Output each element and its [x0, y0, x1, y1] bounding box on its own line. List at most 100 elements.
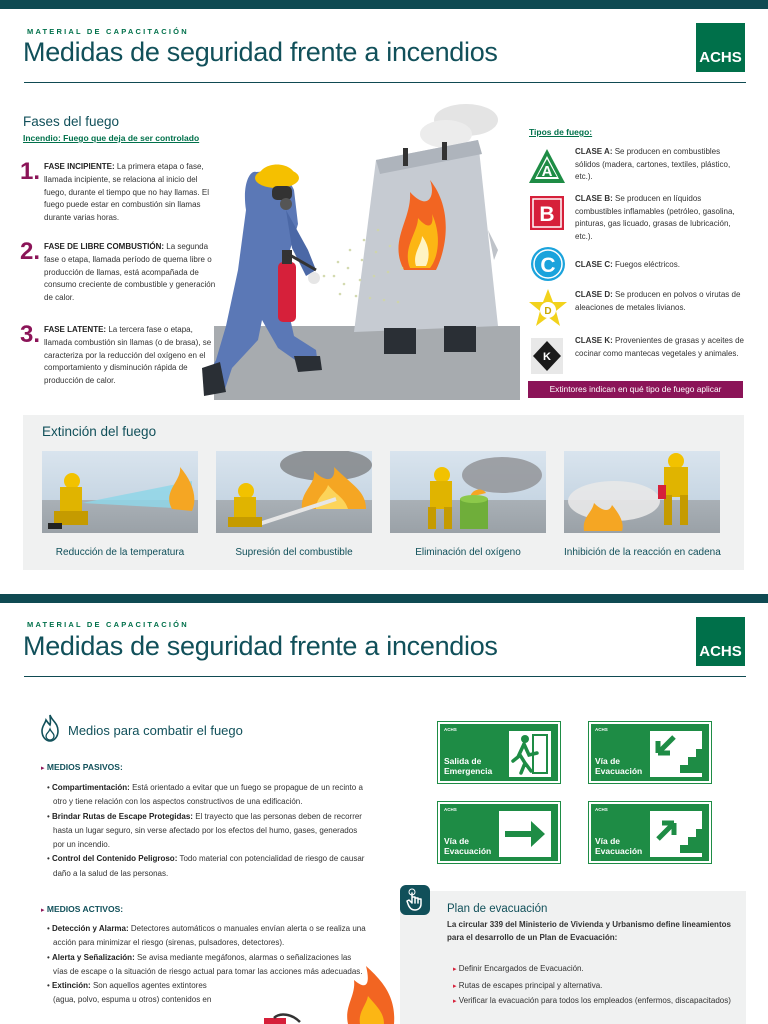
arrow-down-left-stairs-icon [648, 729, 704, 779]
sign-logo: ACHS [444, 727, 457, 732]
fire-class-label: CLASE D: [575, 290, 613, 299]
bullet-triangle-icon: ▸ [41, 907, 45, 914]
fire-class-desc: Fuegos eléctricos. [615, 260, 680, 269]
list-item: ▸ Rutas de escapes principal y alternati… [453, 978, 739, 995]
list-item-text: El trayecto que las personas deben de re… [53, 811, 362, 850]
list-item-text: Son aquellos agentes extintores (agua, p… [53, 981, 212, 1005]
fire-class-d: D CLASE D: Se producen en polvos o virut… [528, 288, 746, 332]
list-item: • Alerta y Señalización: Se avisa median… [47, 952, 363, 976]
firefighter-illustration [202, 104, 520, 400]
fire-class-desc: Se producen en combustibles sólidos (mad… [575, 147, 731, 182]
bullet-triangle-icon: ▸ [453, 966, 457, 973]
header-rule [24, 676, 746, 677]
extinction-scene [564, 451, 720, 533]
sign-logo: ACHS [595, 727, 608, 732]
sign-label-line1: Vía de [444, 836, 470, 846]
page-title: Medidas de seguridad frente a incendios [23, 631, 498, 661]
list-item-text: Verificar la evacuación para todos los e… [458, 996, 731, 1005]
list-item-label: Compartimentación: [52, 783, 130, 792]
phase-number: 3. [20, 321, 41, 348]
evacuation-plan-panel: Plan de evacuación La circular 339 del M… [400, 885, 746, 1024]
fire-class-desc: Provenientes de grasas y aceites de coci… [575, 336, 744, 358]
phase-desc: La primera etapa o fase, llamada incipie… [44, 162, 209, 223]
list-item: • Detección y Alarma: Detectores automát… [47, 924, 366, 948]
extinction-caption: Eliminación del oxígeno [415, 547, 521, 558]
phase-number: 1. [20, 158, 41, 185]
passive-heading: ▸ MEDIOS PASIVOS: [41, 762, 123, 772]
arrow-right-icon [497, 809, 553, 859]
list-item-text: Se avisa mediante megáfonos, alarmas o s… [53, 952, 363, 976]
list-item: ▸ Verificar la evacuación para todos los… [453, 994, 739, 1008]
extinction-caption: Inhibición de la reacción en cadena [564, 547, 721, 558]
list-item-text: Definir Encargados de Evacuación. [458, 964, 584, 973]
achs-logo: ACHS [696, 23, 745, 72]
fire-class-text: CLASE A: Se producen en combustibles sól… [575, 146, 746, 184]
bullet-triangle-icon: ▸ [41, 765, 45, 772]
active-list: • Detección y Alarma: Detectores automát… [47, 922, 367, 1008]
flame-icon [41, 714, 59, 742]
fire-class-desc: Se producen en polvos o virutas de aleac… [575, 290, 741, 312]
sign-logo: ACHS [595, 807, 608, 812]
phase-title: FASE INCIPIENTE: [44, 162, 115, 171]
plan-heading: Plan de evacuación [447, 903, 548, 915]
class-b-icon: B [530, 196, 564, 230]
fire-class-b: B CLASE B: Se producen en líquidos combu… [528, 192, 746, 242]
passive-list: • Compartimentación: Está orientado a ev… [47, 781, 367, 881]
list-item-label: Brindar Rutas de Escape Protegidas: [52, 811, 193, 821]
svg-text:A: A [542, 163, 553, 180]
list-item: ▸ Definir Encargados de Evacuación. [453, 961, 739, 978]
plan-list: ▸ Definir Encargados de Evacuación. ▸ Ru… [453, 961, 739, 1008]
achs-logo: ACHS [696, 617, 745, 666]
phase-desc: La tercera fase o etapa, llamada combust… [44, 325, 212, 386]
active-heading: ▸ MEDIOS ACTIVOS: [41, 904, 123, 914]
header-rule [24, 82, 746, 83]
arrow-up-right-stairs-icon [648, 809, 704, 859]
kicker: MATERIAL DE CAPACITACIÓN [27, 620, 189, 629]
list-item-label: Alerta y Señalización: [52, 952, 135, 962]
extinction-scene [42, 451, 198, 533]
class-d-icon: D [529, 289, 567, 326]
active-heading-label: MEDIOS ACTIVOS: [46, 904, 124, 914]
running-exit-icon [507, 729, 553, 779]
list-item-label: Control del Contenido Peligroso: [52, 854, 178, 864]
fire-class-text: CLASE D: Se producen en polvos o virutas… [575, 289, 746, 314]
sign-label-line2: Emergencia [444, 765, 493, 776]
firefighter-fuel-icon [228, 451, 372, 527]
list-item-label: Extinción: [52, 981, 91, 991]
fire-class-a: A CLASE A: Se producen en combustibles s… [528, 146, 746, 190]
phases-subheading: Incendio: Fuego que deja de ser controla… [23, 133, 200, 143]
list-item: • Extinción: Son aquellos agentes extint… [47, 981, 212, 1005]
sign-label-line2: Evacuación [595, 845, 643, 856]
phase-text: FASE DE LIBRE COMBUSTIÓN: La segunda fas… [44, 241, 220, 305]
sign-label-line2: Evacuación [595, 765, 643, 776]
top-band [0, 0, 768, 9]
list-item: • Control del Contenido Peligroso: Todo … [47, 854, 365, 878]
extinction-scene [390, 451, 546, 533]
sign-label-line2: Evacuación [444, 845, 492, 856]
fire-class-label: CLASE B: [575, 194, 613, 203]
svg-text:D: D [544, 306, 551, 317]
svg-text:C: C [540, 254, 555, 277]
class-a-icon: A [529, 149, 565, 183]
list-item-text: Detectores automáticos o manuales envían… [53, 924, 366, 948]
list-item: • Brindar Rutas de Escape Protegidas: El… [47, 811, 362, 850]
list-item-text: Rutas de escapes principal y alternativa… [458, 980, 603, 990]
fire-types-heading: Tipos de fuego: [529, 127, 593, 137]
fire-class-desc: Se producen en líquidos combustibles inf… [575, 194, 735, 241]
fire-class-label: CLASE A: [575, 147, 613, 156]
extinguisher-fire-illustration [264, 966, 395, 1024]
plan-intro: La circular 339 del Ministerio de Vivien… [447, 920, 731, 942]
kicker: MATERIAL DE CAPACITACIÓN [27, 27, 189, 36]
phase-number: 2. [20, 238, 41, 265]
list-item-text: Está orientado a evitar que un fuego se … [53, 783, 363, 807]
means-heading: Medios para combatir el fuego [68, 723, 243, 738]
firefighter-oxygen-icon [428, 457, 542, 529]
fire-class-label: CLASE C: [575, 260, 613, 269]
